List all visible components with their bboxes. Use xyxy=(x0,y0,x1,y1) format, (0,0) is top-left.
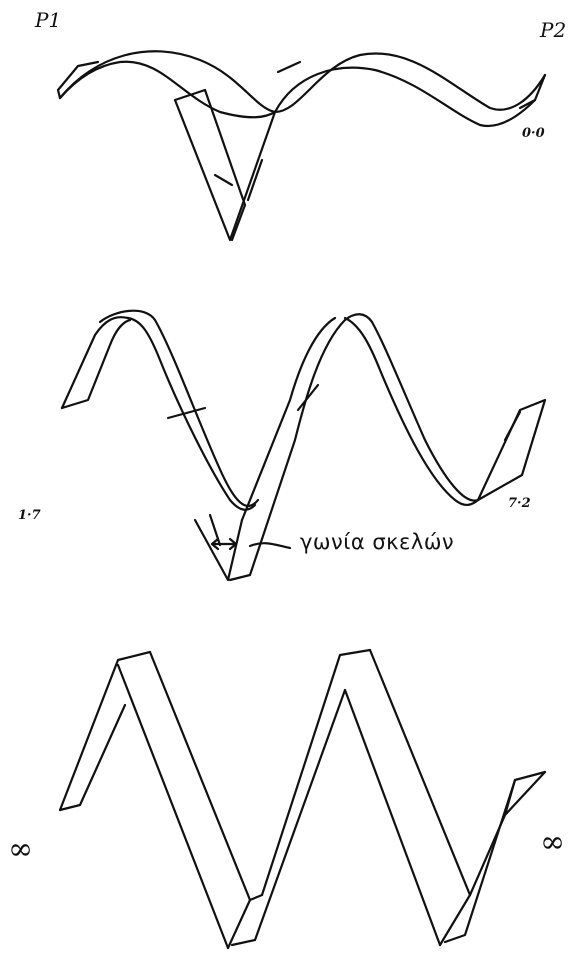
label-middle-right-value: 7·2 xyxy=(508,496,531,511)
fold-profile-top xyxy=(56,50,547,242)
label-top-value: 0·0 xyxy=(522,126,545,141)
fold-profile-middle xyxy=(60,309,547,582)
label-middle-left-value: 1·7 xyxy=(18,508,41,523)
label-bottom-right-infinity: ∞ xyxy=(540,825,565,860)
label-limb-angle: γωνία σκελών xyxy=(300,530,455,554)
label-p2: P2 xyxy=(540,18,567,42)
label-bottom-left-infinity: ∞ xyxy=(8,832,33,867)
fold-profile-bottom xyxy=(58,648,547,950)
label-p1: P1 xyxy=(35,8,62,32)
